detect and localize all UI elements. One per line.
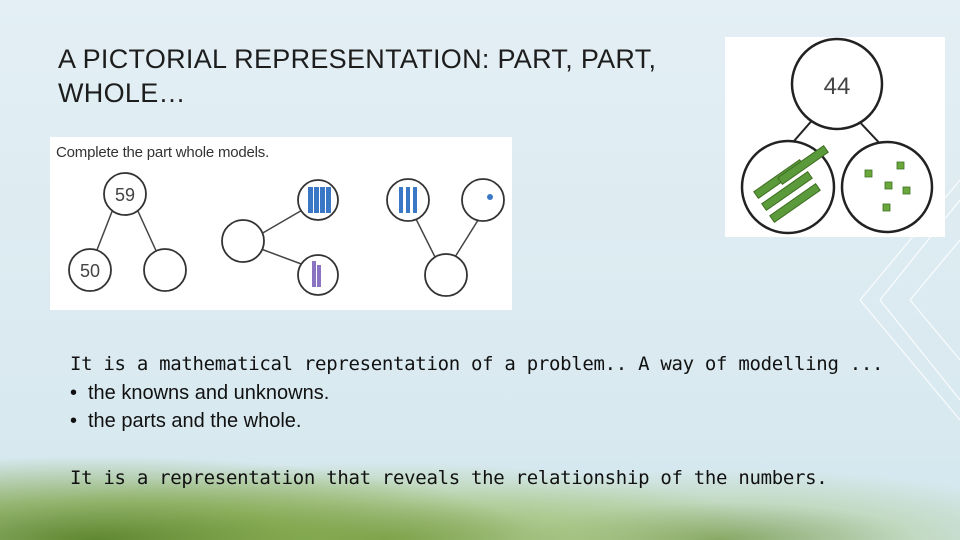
example-part-whole: 44 [740, 37, 934, 235]
tens-sticks-icon [399, 187, 417, 213]
bullet-item: • the parts and the whole. [70, 407, 950, 436]
body-text: It is a mathematical representation of a… [70, 350, 950, 492]
bullet-text: the parts and the whole. [88, 410, 302, 432]
model-1-part-a: 50 [80, 261, 100, 281]
body-line-2: It is a representation that reveals the … [70, 466, 828, 489]
part-whole-models: 59 50 [68, 172, 505, 297]
worksheet-caption: Complete the part whole models. [56, 144, 270, 161]
model-1-whole: 59 [115, 185, 135, 205]
bullet-text: the knowns and unknowns. [88, 381, 330, 404]
bullet-glyph: • [70, 381, 78, 404]
bullet-item: • the knowns and unknowns. [70, 379, 950, 408]
model-2 [221, 179, 339, 296]
bullet-glyph: • [70, 410, 78, 432]
model-2-whole [221, 219, 265, 263]
ones-cubes-icon [864, 161, 911, 212]
grass-background [0, 400, 960, 540]
example-whole: 44 [824, 73, 851, 100]
tens-rods-icon [753, 144, 829, 224]
slide-title: A PICTORIAL REPRESENTATION: PART, PART, … [58, 44, 657, 108]
model-3-whole [424, 253, 468, 297]
tens-sticks-icon [308, 187, 331, 213]
ones-cubes-icon [312, 261, 321, 287]
model-3 [386, 178, 505, 297]
model-1: 59 50 [68, 172, 187, 292]
model-1-part-b [143, 248, 187, 292]
body-line-1: It is a mathematical representation of a… [70, 353, 884, 375]
one-cube-icon [487, 194, 493, 200]
